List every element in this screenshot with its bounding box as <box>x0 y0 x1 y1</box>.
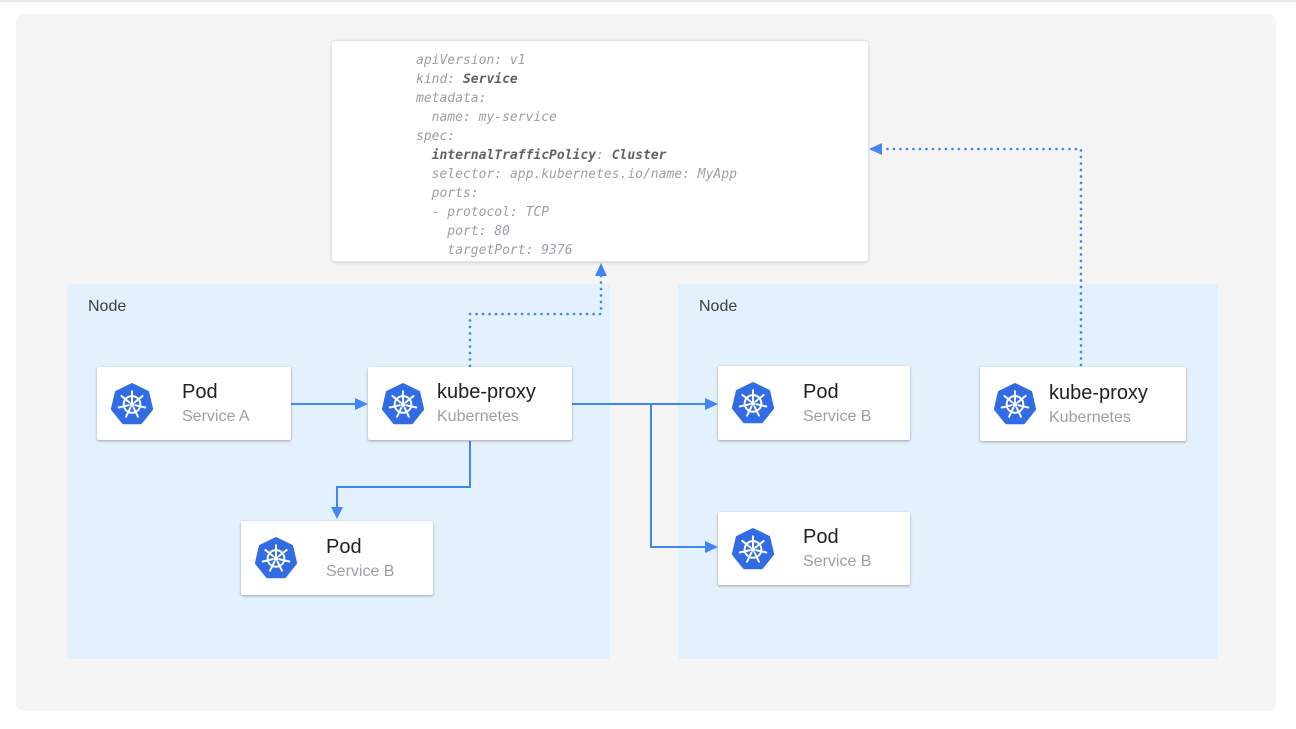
card-subtitle: Service B <box>803 551 871 572</box>
kubernetes-icon <box>993 382 1037 426</box>
kubernetes-icon <box>110 382 154 426</box>
card-title: Pod <box>803 525 871 549</box>
card-title: Pod <box>803 380 871 404</box>
yaml-line: apiVersion: v1 <box>416 51 868 70</box>
card-pod-service-b-right-bottom: Pod Service B <box>718 512 910 585</box>
yaml-line: metadata: <box>416 89 868 108</box>
card-title: Pod <box>326 535 394 559</box>
card-kube-proxy-right: kube-proxy Kubernetes <box>980 367 1186 441</box>
yaml-line: name: my-service <box>416 108 868 127</box>
node-right: Node <box>678 284 1218 659</box>
yaml-line: ports: <box>416 184 868 203</box>
card-pod-service-a: Pod Service A <box>97 367 291 440</box>
card-pod-service-b-left: Pod Service B <box>241 521 433 595</box>
node-left-label: Node <box>88 298 126 316</box>
card-title: kube-proxy <box>437 380 536 404</box>
card-title: Pod <box>182 380 250 404</box>
service-yaml-card: apiVersion: v1 kind: Service metadata: n… <box>331 40 869 262</box>
card-subtitle: Service A <box>182 406 250 427</box>
kubernetes-icon <box>381 382 425 426</box>
node-right-label: Node <box>699 298 737 316</box>
kubernetes-icon <box>731 527 775 571</box>
kubernetes-icon <box>731 381 775 425</box>
card-kube-proxy-left: kube-proxy Kubernetes <box>368 367 572 440</box>
card-title: kube-proxy <box>1049 381 1148 405</box>
card-subtitle: Kubernetes <box>437 406 536 427</box>
yaml-line: - protocol: TCP <box>416 203 868 222</box>
yaml-line: port: 80 <box>416 222 868 241</box>
yaml-line-internal-traffic-policy: internalTrafficPolicy: Cluster <box>416 146 868 165</box>
top-divider <box>0 0 1296 2</box>
node-left: Node <box>67 284 610 659</box>
yaml-line: kind: Service <box>416 70 868 89</box>
yaml-line: targetPort: 9376 <box>416 241 868 260</box>
yaml-line: spec: <box>416 127 868 146</box>
card-subtitle: Kubernetes <box>1049 407 1148 428</box>
card-pod-service-b-right-top: Pod Service B <box>718 366 910 440</box>
card-subtitle: Service B <box>326 561 394 582</box>
card-subtitle: Service B <box>803 406 871 427</box>
kubernetes-icon <box>254 536 298 580</box>
yaml-line: selector: app.kubernetes.io/name: MyApp <box>416 165 868 184</box>
